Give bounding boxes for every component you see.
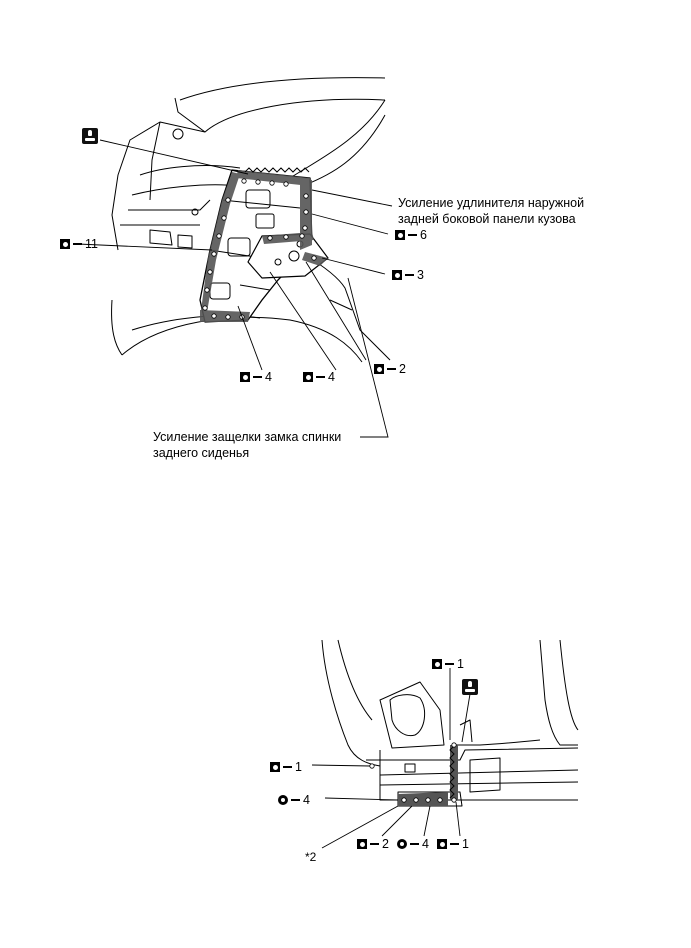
spot-weld-icon [437,839,447,849]
spot-weld-callout: 1 [270,760,302,774]
spot-weld-icon [357,839,367,849]
spot-weld-callout: 11 [60,237,98,251]
spot-weld-icon [374,364,384,374]
sealer-icon [462,679,478,695]
spot-weld-callout: 2 [357,837,389,851]
spot-weld-callout: 4 [240,370,272,384]
spot-weld-icon [60,239,70,249]
plug-weld-callout: 4 [397,837,429,851]
spot-weld-callout: 1 [437,837,469,851]
reinforcement-extension-label: Усиление удлинителя наружной задней боко… [398,196,585,226]
latch-reinforcement-label: Усиление защелки замка спинки заднего си… [153,430,342,460]
spot-weld-icon [303,372,313,382]
spot-weld-icon [392,270,402,280]
spot-weld-icon [270,762,280,772]
spot-weld-icon [432,659,442,669]
plug-weld-callout: 4 [278,793,310,807]
sealer-icon [82,128,98,144]
spot-weld-callout: 6 [395,228,427,242]
spot-weld-icon [395,230,405,240]
spot-weld-callout: 2 [374,362,406,376]
spot-weld-icon [240,372,250,382]
plug-weld-icon [278,795,288,805]
note-marker: *2 [305,850,317,864]
spot-weld-callout: 3 [392,268,424,282]
spot-weld-callout: 4 [303,370,335,384]
spot-weld-callout: 1 [432,657,464,671]
plug-weld-icon [397,839,407,849]
